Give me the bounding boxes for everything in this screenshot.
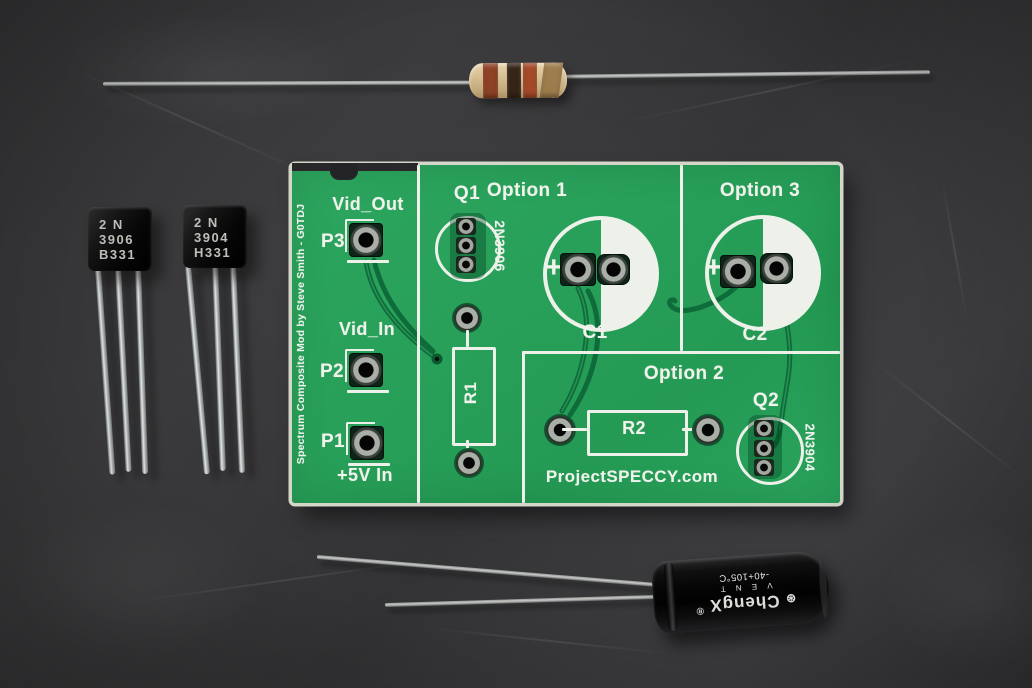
r1-outline — [452, 347, 496, 446]
resistor-body — [468, 62, 568, 99]
transistor-body: 2 N 3904 H331 — [183, 205, 247, 268]
transistor-lead — [185, 265, 210, 475]
slate-scratch — [941, 176, 969, 325]
divider-line-left-section — [417, 165, 420, 503]
pad-q2-3 — [754, 459, 774, 476]
pad-bracket — [345, 349, 374, 382]
pad-c1-negative — [597, 254, 630, 285]
pad-q2-2 — [754, 440, 774, 457]
transistor-marking-line2: 3904 — [194, 230, 229, 245]
trace-end — [672, 298, 678, 304]
transistor-marking-line3: H331 — [194, 245, 232, 260]
transistor-lead — [135, 268, 149, 474]
pad-q1-3 — [456, 256, 476, 273]
slate-scratch — [870, 358, 1030, 483]
silkscreen-option2: Option 2 — [643, 363, 725, 384]
capacitor-rim — [817, 556, 830, 619]
transistor-lead — [95, 268, 116, 475]
divider-line-option2-left — [522, 351, 525, 503]
silkscreen-c2: C2 — [742, 324, 768, 345]
q1-footprint-circle — [435, 216, 501, 282]
capacitor-markings: ⊛ ChengX ® V E N T -40+105°C — [673, 555, 817, 629]
transistor-lead — [115, 268, 132, 472]
r1-stub-bottom — [466, 440, 469, 450]
slate-patch — [60, 10, 360, 130]
pad-p2 — [349, 353, 383, 387]
pcb-board: Spectrum Composite Mod by Steve Smith - … — [292, 163, 840, 503]
transistor-marking-line1: 2 N — [194, 215, 219, 230]
divider-line-option2-top — [522, 351, 840, 354]
pad-p1 — [350, 426, 384, 460]
transistor-lead — [212, 265, 226, 471]
silkscreen-5v-in: +5V In — [337, 465, 393, 485]
r2-outline — [587, 410, 688, 456]
pad-bracket — [346, 422, 375, 455]
pad-q2-1 — [754, 420, 774, 437]
silkscreen-p1: P1 — [320, 431, 346, 452]
silkscreen-p3: P3 — [320, 231, 346, 252]
via-hole — [434, 356, 440, 362]
resistor-band-3 — [522, 62, 538, 98]
capacitor-lead-top — [316, 555, 659, 587]
pad-c1-positive — [560, 253, 596, 286]
pad-underline — [347, 390, 389, 393]
silkscreen-credit: Spectrum Composite Mod by Steve Smith - … — [295, 203, 307, 465]
silkscreen-c1-plus: + — [545, 251, 563, 284]
silkscreen-q2-part: 2N3904 — [802, 423, 818, 472]
pad-underline — [348, 463, 390, 466]
trace — [371, 257, 436, 354]
pad-r2-right — [692, 414, 724, 446]
transistor-marking-line1: 2 N — [99, 217, 124, 232]
pad-c2-positive — [720, 255, 756, 288]
transistor-marking-line2: 3906 — [99, 232, 134, 247]
silkscreen-option3: Option 3 — [719, 180, 801, 201]
silkscreen-r2: R2 — [622, 418, 646, 438]
pad-bracket — [345, 219, 374, 252]
silkscreen-website: ProjectSPECCY.com — [545, 467, 719, 486]
capacitor-brand: ChengX — [708, 591, 781, 616]
pad-r1-top — [452, 303, 482, 333]
resistor-band-2 — [506, 62, 522, 99]
silkscreen-vid-out: Vid_Out — [332, 194, 404, 214]
transistor-marking-line3: B331 — [99, 247, 137, 262]
resistor-lead-left — [103, 80, 472, 86]
silkscreen-vid-in: Vid_In — [338, 319, 396, 339]
slate-patch — [10, 500, 270, 660]
silkscreen-c1: C1 — [582, 322, 608, 343]
resistor — [100, 55, 932, 107]
silkscreen-c2-plus: + — [705, 251, 723, 284]
capacitor-mark-right: ® — [695, 604, 705, 617]
capacitor-lead-bottom — [384, 594, 663, 607]
silkscreen-p2: P2 — [319, 361, 345, 382]
pad-r1-bottom — [454, 448, 484, 478]
slate-scratch — [420, 626, 680, 656]
resistor-band-4 — [539, 62, 564, 98]
silkscreen-q1-part: 2N3906 — [492, 220, 508, 272]
transistor-lead — [230, 265, 246, 473]
r1-stub-top — [466, 330, 469, 347]
capacitor-body: ⊛ ChengX ® V E N T -40+105°C — [650, 549, 832, 635]
pad-p3 — [349, 223, 383, 257]
slate-patch — [880, 520, 1032, 670]
resistor-lead-right — [565, 70, 930, 79]
pad-q1-1 — [456, 218, 476, 235]
silkscreen-option1: Option 1 — [486, 180, 568, 201]
silkscreen-r1: R1 — [461, 381, 480, 405]
silkscreen-q2: Q2 — [752, 390, 780, 411]
pad-q1-2 — [456, 237, 476, 254]
trace-highlight — [365, 261, 438, 360]
pad-c2-negative — [760, 253, 793, 284]
capacitor-mark-left: ⊛ — [784, 591, 797, 606]
board-notch — [330, 163, 358, 180]
resistor-band-1 — [482, 63, 499, 99]
pad-underline — [347, 260, 389, 263]
silkscreen-q1: Q1 — [453, 183, 481, 204]
q2-footprint-circle — [736, 417, 804, 485]
transistor-body: 2 N 3906 B331 — [88, 207, 152, 271]
r2-stub-left — [562, 428, 587, 431]
divider-line-option1-option3 — [680, 165, 683, 351]
